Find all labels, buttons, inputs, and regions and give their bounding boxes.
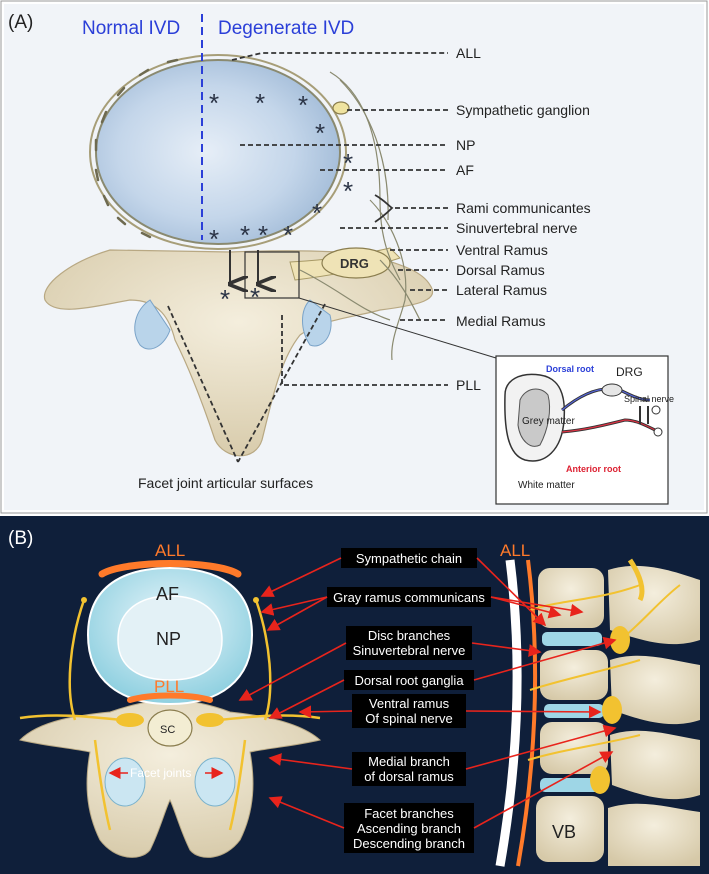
label-ventral-ramus-a: Ventral Ramus: [456, 242, 548, 258]
label-descending-branch: Descending branch: [353, 836, 465, 851]
label-ventral-ramus-b: Ventral ramus: [369, 696, 450, 711]
svg-text:*: *: [343, 148, 353, 178]
inset-spinal-nerve: Spinal nerve: [624, 394, 674, 404]
label-pll-a: PLL: [456, 377, 481, 393]
label-of-spinal-nerve: Of spinal nerve: [365, 711, 452, 726]
label-medial-ramus: Medial Ramus: [456, 313, 545, 329]
label-all-b-left: ALL: [155, 541, 185, 560]
disc-a: [95, 59, 341, 245]
inset-anterior-root: Anterior root: [566, 464, 621, 474]
svg-text:*: *: [220, 284, 230, 314]
label-lateral-ramus: Lateral Ramus: [456, 282, 547, 298]
arrows-b: [238, 557, 617, 829]
label-sc-b: SC: [160, 724, 175, 736]
label-gray-ramus: Gray ramus communicans: [333, 590, 485, 605]
leaders-a: [167, 52, 448, 463]
svg-text:*: *: [283, 220, 293, 250]
label-facet-branches: Facet branches: [364, 806, 454, 821]
nerves-a: [299, 71, 421, 361]
svg-text:*: *: [250, 282, 260, 312]
svg-text:*: *: [209, 88, 219, 118]
svg-text:*: *: [298, 90, 308, 120]
inset-grey-matter: Grey matter: [522, 416, 575, 427]
svg-text:*: *: [315, 118, 325, 148]
normal-ivd-label: Normal IVD: [82, 18, 180, 39]
panel-b-tag: (B): [8, 528, 33, 549]
vertebra-a: [43, 249, 433, 457]
label-ascending-branch: Ascending branch: [357, 821, 461, 836]
label-af-a: AF: [456, 162, 474, 178]
label-rami-communicantes: Rami communicantes: [456, 200, 591, 216]
af-lamellae-a: [94, 58, 179, 239]
label-sinuvertebral-nerve: Sinuvertebral nerve: [456, 220, 578, 236]
label-boxes-b: Sympathetic chain Gray ramus communicans…: [327, 548, 491, 853]
label-all-b-right: ALL: [500, 541, 530, 560]
asterisks-a: *** *** *** ** **: [209, 88, 353, 314]
label-sympathetic-chain: Sympathetic chain: [356, 551, 462, 566]
label-np-b: NP: [156, 629, 181, 649]
label-of-dorsal-ramus: of dorsal ramus: [364, 769, 454, 784]
panel-a-tag: (A): [8, 12, 33, 33]
label-facet-joints: Facet joints: [130, 766, 191, 780]
label-sympathetic-ganglion: Sympathetic ganglion: [456, 102, 590, 118]
inset-dorsal-root: Dorsal root: [546, 364, 594, 374]
label-np-a: NP: [456, 137, 475, 153]
svg-text:*: *: [258, 220, 268, 250]
all-ligament-b: [98, 560, 242, 578]
inset-white-matter: White matter: [518, 480, 575, 491]
label-all-a: ALL: [456, 45, 481, 61]
label-dorsal-root-ganglia: Dorsal root ganglia: [354, 673, 464, 688]
inset-drg: DRG: [616, 365, 643, 379]
drg-label-a: DRG: [340, 256, 369, 271]
inset-spinal-cord: Dorsal root DRG Spinal nerve Grey matter…: [495, 355, 674, 505]
label-af-b: AF: [156, 584, 179, 604]
svg-text:*: *: [209, 224, 219, 254]
label-sinuvertebral-b: Sinuvertebral nerve: [353, 643, 466, 658]
vertebra-b: [19, 699, 322, 858]
degenerate-ivd-label: Degenerate IVD: [218, 18, 354, 39]
sympathetic-ganglion-a: [332, 101, 350, 115]
np-b: [117, 595, 223, 681]
svg-text:*: *: [255, 88, 265, 118]
zoom-box-a: [244, 251, 300, 299]
svg-text:*: *: [240, 220, 250, 250]
pll-ligament-b: [127, 692, 213, 703]
label-vb: VB: [552, 822, 576, 842]
svg-text:*: *: [312, 198, 322, 228]
label-facet-surfaces: Facet joint articular surfaces: [138, 475, 313, 491]
label-medial-branch: Medial branch: [368, 754, 450, 769]
label-disc-branches: Disc branches: [368, 628, 451, 643]
label-pll-b: PLL: [154, 677, 184, 696]
svg-text:*: *: [343, 176, 353, 206]
label-dorsal-ramus-a: Dorsal Ramus: [456, 262, 545, 278]
